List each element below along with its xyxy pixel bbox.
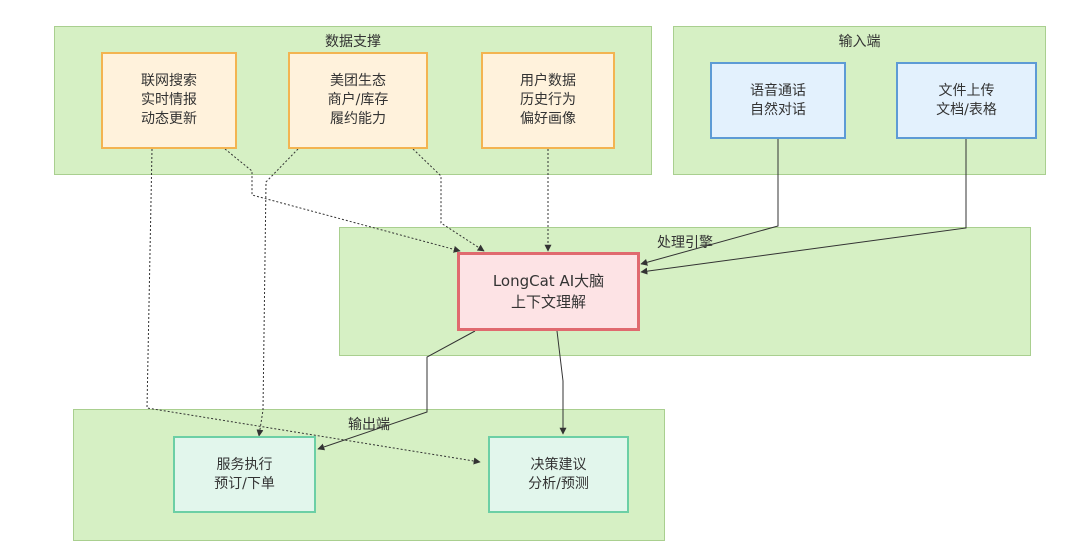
node-file: 文件上传 文档/表格 (896, 62, 1037, 139)
node-line: 预订/下单 (214, 475, 275, 492)
group-title: 处理引擎 (657, 235, 713, 251)
node-line: LongCat AI大脑 (492, 271, 605, 290)
node-line: 分析/预测 (528, 475, 589, 492)
group-title: 输出端 (348, 417, 390, 433)
node-voice: 语音通话 自然对话 (710, 62, 846, 139)
node-line: 履约能力 (330, 111, 386, 127)
group-engine: 处理引擎 (339, 227, 1031, 356)
node-line: 上下文理解 (510, 292, 586, 311)
node-line: 文档/表格 (936, 101, 997, 118)
node-line: 历史行为 (520, 92, 576, 108)
node-line: 动态更新 (141, 111, 197, 127)
node-decision: 决策建议 分析/预测 (488, 436, 629, 513)
node-line: 语音通话 (750, 82, 806, 99)
node-longcat: LongCat AI大脑 上下文理解 (457, 252, 640, 331)
group-title: 数据支撑 (325, 34, 381, 50)
node-line: 决策建议 (530, 456, 587, 473)
node-line: 实时情报 (141, 92, 197, 108)
edge-meituan-to-service (256, 148, 299, 437)
node-line: 服务执行 (216, 456, 273, 473)
node-meituan: 美团生态 商户/库存 履约能力 (288, 52, 428, 149)
node-line: 商户/库存 (327, 92, 389, 108)
node-web-search: 联网搜索 实时情报 动态更新 (101, 52, 237, 149)
node-line: 自然对话 (750, 101, 806, 118)
node-user-data: 用户数据 历史行为 偏好画像 (481, 52, 615, 149)
group-title: 输入端 (838, 34, 881, 50)
node-service: 服务执行 预订/下单 (173, 436, 316, 513)
node-line: 用户数据 (520, 73, 576, 89)
node-line: 文件上传 (938, 82, 995, 99)
node-line: 联网搜索 (141, 73, 197, 89)
node-line: 偏好画像 (520, 111, 576, 127)
node-line: 美团生态 (330, 73, 386, 89)
